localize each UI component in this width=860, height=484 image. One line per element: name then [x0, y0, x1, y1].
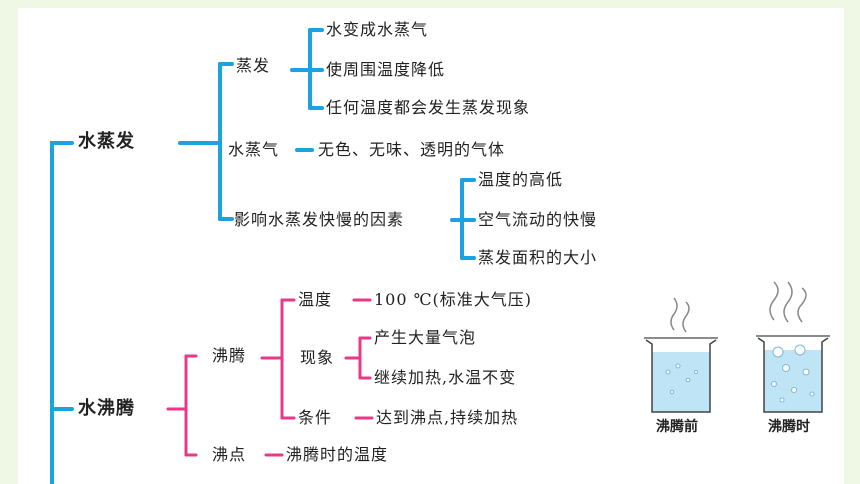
condition-label: 条件	[298, 408, 333, 427]
steam-before	[670, 297, 690, 333]
temperature-label: 温度	[298, 290, 333, 309]
phenomenon-item-1: 产生大量气泡	[374, 328, 477, 347]
zhengfa-item-1: 水变成水蒸气	[326, 20, 429, 39]
beaker-before-illustration	[644, 297, 718, 413]
evaporation-title: 水蒸发	[78, 131, 135, 152]
boiling-point-label: 沸点	[212, 445, 247, 464]
boiling-point-value: 沸腾时的温度	[286, 445, 389, 464]
feiteng-label: 沸腾	[212, 346, 247, 365]
zhengfa-item-3: 任何温度都会发生蒸发现象	[326, 98, 531, 117]
phenomenon-label: 现象	[300, 348, 335, 367]
root-trunk	[50, 141, 74, 484]
beaker-during-illustration	[756, 281, 830, 413]
caption-before-boiling: 沸腾前	[656, 419, 698, 435]
factors-item-2: 空气流动的快慢	[478, 210, 598, 229]
factors-item-3: 蒸发面积的大小	[478, 248, 598, 267]
caption-during-boiling: 沸腾时	[768, 419, 810, 435]
factors-item-1: 温度的高低	[478, 170, 564, 189]
zhengfa-label: 蒸发	[236, 56, 271, 75]
vapor-desc: 无色、无味、透明的气体	[318, 140, 506, 159]
temperature-value: 100 ℃(标准大气压)	[374, 290, 533, 309]
steam-during	[769, 281, 807, 323]
vapor-label: 水蒸气	[228, 140, 280, 159]
phenomenon-item-2: 继续加热,水温不变	[374, 368, 517, 387]
condition-value: 达到沸点,持续加热	[376, 408, 519, 427]
zhengfa-item-2: 使周围温度降低	[326, 60, 446, 79]
factors-label: 影响水蒸发快慢的因素	[234, 210, 405, 229]
boiling-title: 水沸腾	[78, 398, 135, 419]
